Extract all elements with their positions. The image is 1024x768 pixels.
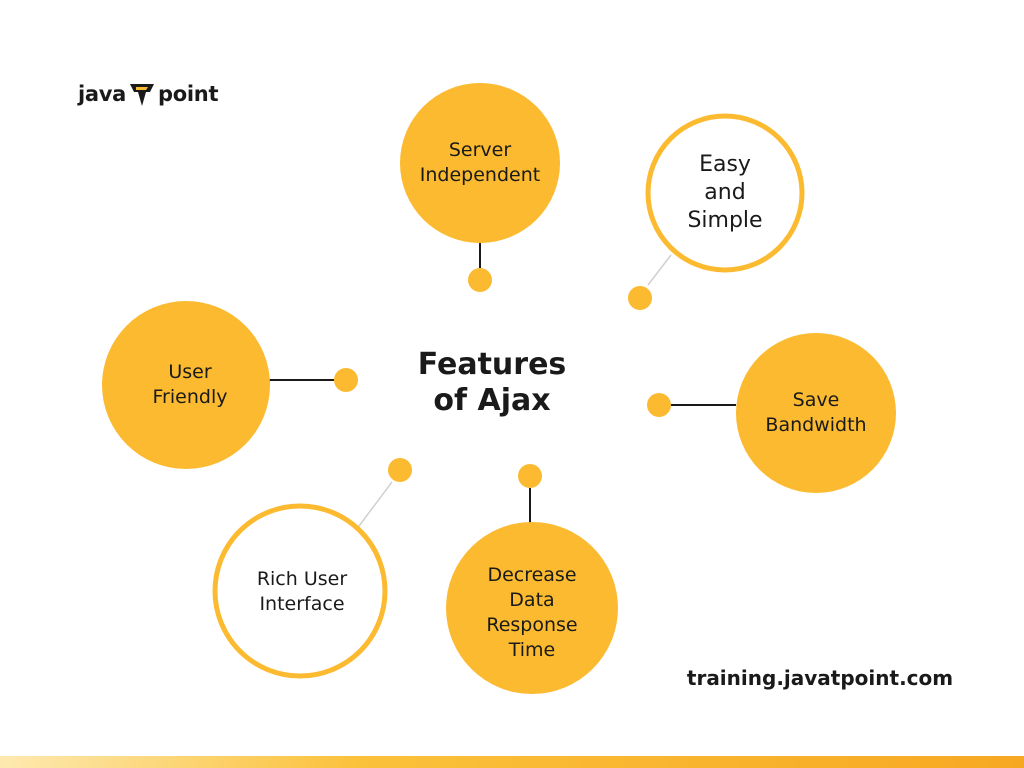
- javatpoint-t-icon: [130, 84, 155, 106]
- feature-node-server-independent: [400, 83, 560, 292]
- connector-dot: [334, 368, 358, 392]
- bottom-accent-bar: [0, 756, 1024, 768]
- connector-dot: [647, 393, 671, 417]
- logo-text-right: point: [158, 82, 219, 106]
- feature-node-decrease-data-response-time: [446, 464, 618, 694]
- connector-dot: [468, 268, 492, 292]
- logo-text-left: java: [78, 82, 127, 106]
- feature-circle: [212, 503, 388, 679]
- connector-dot: [518, 464, 542, 488]
- feature-circle: [446, 522, 618, 694]
- feature-label-server-independent: Server Independent: [419, 139, 541, 186]
- feature-label-rich-user-interface: Rich User Interface: [256, 568, 348, 615]
- connector-line: [355, 481, 393, 531]
- feature-node-save-bandwidth: [647, 333, 896, 493]
- connector-dot: [388, 458, 412, 482]
- feature-circle: [736, 333, 896, 493]
- feature-circle: [102, 301, 270, 469]
- feature-node-rich-user-interface: [212, 458, 412, 679]
- footer-url: training.javatpoint.com: [686, 666, 954, 690]
- feature-circle: [645, 113, 805, 273]
- feature-circle: [400, 83, 560, 243]
- feature-label-user-friendly: User Friendly: [152, 361, 228, 408]
- feature-label-decrease-data-response-time: Decrease Data Response Time: [486, 564, 578, 661]
- feature-node-easy-and-simple: [628, 113, 805, 310]
- feature-node-user-friendly: [102, 301, 358, 469]
- feature-label-easy-and-simple: Easy and Simple: [687, 152, 763, 233]
- feature-label-save-bandwidth: Save Bandwidth: [765, 389, 867, 436]
- connector-dot: [628, 286, 652, 310]
- javatpoint-logo: java point: [78, 78, 218, 110]
- center-title: Features of Ajax: [417, 347, 567, 418]
- connector-line: [647, 254, 672, 286]
